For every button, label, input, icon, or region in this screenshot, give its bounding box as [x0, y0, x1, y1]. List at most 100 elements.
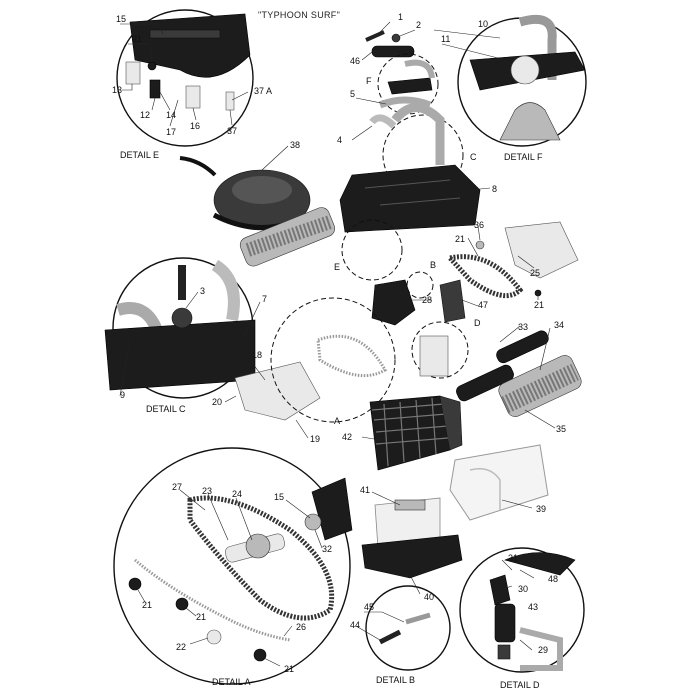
ref-c-circle [382, 114, 464, 196]
part-label-27: 27 [172, 482, 182, 492]
part-21-nut-c [253, 648, 267, 662]
ref-letter-d: D [474, 318, 481, 328]
part-18-side-plate [234, 361, 321, 421]
part-label-37: 37 [227, 126, 237, 136]
right-roller-assembly [456, 330, 582, 417]
detail-f-group [457, 14, 587, 147]
part-38-cable [179, 156, 217, 177]
part-label-21b: 21 [455, 234, 465, 244]
part-label-15: 15 [116, 14, 126, 24]
part-42-filter-basket [369, 395, 463, 471]
part-37-pin [225, 91, 235, 111]
part-25-side-plate [504, 221, 579, 279]
part-2-pin [391, 33, 401, 43]
part-label-16: 16 [190, 121, 200, 131]
part-label-18: 18 [252, 350, 262, 360]
ref-letter-f: F [366, 76, 372, 86]
part-label-45: 45 [364, 602, 374, 612]
part-label-2: 2 [416, 20, 421, 30]
part-label-1: 1 [398, 12, 403, 22]
part-12-clip [149, 79, 161, 99]
bottom-tray-assembly [361, 497, 463, 579]
part-21-nut-a [128, 577, 142, 591]
part-label-39: 39 [536, 504, 546, 514]
part-15-bushing [304, 513, 322, 531]
part-label-20: 20 [212, 397, 222, 407]
part-label-3: 3 [200, 286, 205, 296]
part-label-7: 7 [262, 294, 267, 304]
part-label-41: 41 [360, 485, 370, 495]
part-35-brush [498, 355, 582, 417]
part-label-5: 5 [350, 89, 355, 99]
part-label-13: 13 [112, 85, 122, 95]
detail-b-title: DETAIL B [376, 675, 415, 685]
ref-f-circle [377, 53, 439, 115]
detail-e-body-part [129, 13, 251, 78]
part-label-42: 42 [342, 432, 352, 442]
ref-b-circle [406, 271, 434, 299]
part-label-29: 29 [538, 645, 548, 655]
part-label-15b: 15 [274, 492, 284, 502]
part-label-19: 19 [310, 434, 320, 444]
part-39-clear-cover [449, 444, 549, 521]
part-4-handle [369, 114, 397, 129]
part-label-8: 8 [492, 184, 497, 194]
reference-letters: F C E B D A [334, 76, 481, 426]
leader-lines [119, 21, 556, 667]
detail-a-group [113, 447, 353, 685]
detail-c-title: DETAIL C [146, 404, 186, 414]
part-21-screw [147, 61, 157, 71]
part-43-motor-part [494, 603, 516, 643]
part-23-track [187, 495, 335, 621]
part-46-roller [371, 45, 415, 58]
detail-a-circle [113, 447, 351, 685]
part-13-bracket [125, 61, 141, 85]
part-28-motor [371, 279, 416, 326]
part-label-21: 21 [132, 34, 142, 44]
part-label-17: 17 [166, 127, 176, 137]
detail-e-group [116, 9, 254, 147]
left-brush-roller [239, 207, 336, 267]
part-label-21e: 21 [196, 612, 206, 622]
top-handle-assembly [365, 30, 439, 129]
detail-d-group [459, 547, 585, 673]
part-label-21d: 21 [142, 600, 152, 610]
part-label-4: 4 [337, 135, 342, 145]
part-label-38: 38 [290, 140, 300, 150]
detail-d-title: DETAIL D [500, 680, 540, 690]
part-label-25: 25 [530, 268, 540, 278]
part-34-roller [456, 364, 514, 402]
part-label-36: 36 [474, 220, 484, 230]
ref-letter-a: A [334, 416, 340, 426]
part-label-10: 10 [478, 19, 488, 29]
part-label-22: 22 [176, 642, 186, 652]
part-26-track [134, 558, 291, 642]
detail-titles: DETAIL E DETAIL F DETAIL C DETAIL A DETA… [120, 150, 543, 690]
part-label-24: 24 [232, 489, 242, 499]
part-label-35: 35 [556, 424, 566, 434]
diagram-title: "TYPHOON SURF" [258, 10, 340, 20]
motor-block [371, 279, 466, 377]
part-label-26: 26 [296, 622, 306, 632]
part-29-frame [519, 627, 563, 671]
ref-a-circle [270, 297, 396, 423]
part-21-nut-b [175, 597, 189, 611]
part-label-21c: 21 [534, 300, 544, 310]
detail-f-title: DETAIL F [504, 152, 543, 162]
part-label-37a: 37 A [254, 86, 272, 96]
part-number-labels: 15 21 13 12 14 17 16 37 37 A 1 2 46 5 4 … [112, 12, 566, 674]
part-36-bushing [475, 240, 485, 250]
part-8-housing [339, 164, 481, 233]
part-47-cover [439, 279, 466, 323]
part-40-tray [361, 534, 463, 579]
ref-letter-e: E [334, 262, 340, 272]
part-45-sleeve [405, 612, 431, 625]
part-label-43: 43 [528, 602, 538, 612]
part-label-32: 32 [322, 544, 332, 554]
part-label-44: 44 [350, 620, 360, 630]
part-44-pin [378, 629, 402, 645]
part-label-31: 31 [508, 553, 518, 563]
part-label-23: 23 [202, 486, 212, 496]
detail-e-title: DETAIL E [120, 150, 159, 160]
part-label-30: 30 [518, 584, 528, 594]
